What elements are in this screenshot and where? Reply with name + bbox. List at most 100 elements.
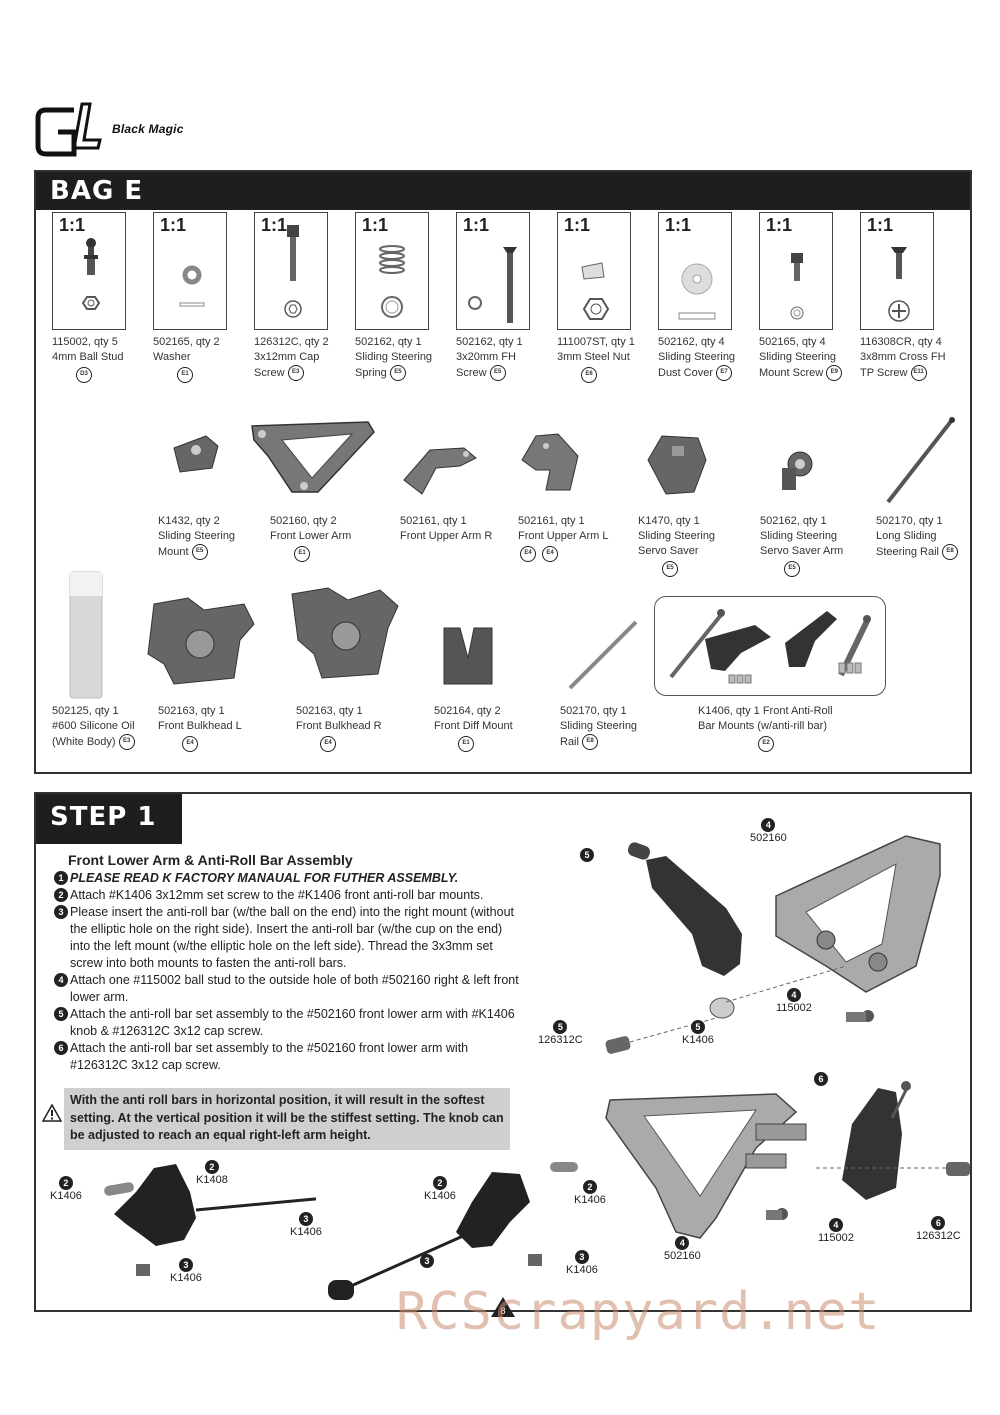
callout-number: 6 [931,1216,946,1230]
front-bulkhead-l-image [147,597,255,685]
instruction-number: 2 [54,888,68,902]
g4-logo: Black Magic [34,100,194,164]
callout-number: 4 [786,988,801,1002]
bag-code-badge: E1 [458,736,474,752]
callout-number: 3 [420,1254,434,1268]
callout-number: 3 [298,1212,313,1226]
instruction-text: Attach the anti-roll bar set assembly to… [70,1041,469,1072]
scale-ratio: 1:1 [564,215,591,235]
scale-box-steel-nut: 1:1 [557,212,631,330]
instruction-item: 1 PLEASE READ K FACTORY MANAUAL FOR FUTH… [54,870,524,887]
dust-cover-icon [678,263,716,320]
bag-code-badge: E4 [320,736,336,752]
instruction-number: 3 [54,905,68,919]
callout-number: 4 [675,1236,690,1250]
adjustment-note: With the anti roll bars in horizontal po… [64,1088,510,1150]
callout-number: 3 [178,1258,193,1272]
bag-code-badge: E4 [542,546,558,562]
warning-icon [42,1104,62,1122]
callout-number: 4 [828,1218,843,1232]
bag-code-badge: E4 [520,546,536,562]
instruction-item: 2 Attach #K1406 3x12mm set screw to the … [54,887,524,904]
callout-number: 5 [580,848,594,862]
scale-box-cap-screw: 1:1 [254,212,328,330]
ball-stud-icon [81,238,101,310]
bag-code-badge: E5 [191,544,208,560]
lower-arm-assembly-diagram-2 [605,1081,970,1239]
instruction-item: 4 Attach one #115002 ball stud to the ou… [54,972,524,1006]
callout: 3 [420,1254,434,1268]
instruction-item: 5 Attach the anti-roll bar set assembly … [54,1006,524,1040]
callout-label: 126312C [916,1230,961,1242]
instruction-number: 5 [54,1007,68,1021]
steel-nut-icon [581,262,610,320]
callout-label: 115002 [776,1002,812,1014]
callout-number: 4 [761,818,776,832]
spring-icon [379,245,405,318]
bag-code-badge: E5 [389,365,406,381]
bag-code-badge: E4 [182,736,198,752]
callout-label: K1406 [424,1190,456,1202]
bag-code-badge: D3 [76,367,92,383]
scale-ratio: 1:1 [665,215,692,235]
instruction-number: 6 [54,1041,68,1055]
front-diff-mount-image [443,627,493,685]
instruction-item: 3 Please insert the anti-roll bar (w/the… [54,904,524,972]
scale-box-fh-screw: 1:1 [456,212,530,330]
anti-roll-bar-mount-diagram-left [104,1164,316,1276]
callout-label: K1406 [574,1194,606,1206]
fh-screw-icon [468,247,517,323]
logo-tagline: Black Magic [112,122,184,136]
cross-screw-icon [888,247,910,322]
scale-box-dust-cover: 1:1 [658,212,732,330]
sliding-steering-mount-image [173,435,219,473]
callout-label: K1406 [170,1272,202,1284]
step-heading: Front Lower Arm & Anti-Roll Bar Assembly [68,852,353,868]
front-lower-arm-image [251,421,375,493]
bag-code-badge: E5 [784,561,800,577]
bag-header: BAG E [36,172,970,210]
anti-roll-bar-kit-box [654,596,886,696]
bag-code-badge: E1 [294,546,310,562]
step-title: STEP 1 [50,802,157,832]
bag-code-badge: E3 [118,734,135,750]
instruction-text: PLEASE READ K FACTORY MANAUAL FOR FUTHER… [70,871,459,885]
servo-saver-image [647,435,707,495]
bag-code-badge: E8 [942,544,959,560]
watermark: RCScrapyard.net [396,1282,881,1342]
instruction-list: 1 PLEASE READ K FACTORY MANAUAL FOR FUTH… [54,870,524,1074]
servo-saver-arm-image [782,451,813,490]
callout: 5 [580,848,594,862]
callout-number: 5 [690,1020,705,1034]
page-number: 8 [500,1306,505,1316]
anti-roll-bar-mounts-image [669,609,871,684]
instruction-number: 4 [54,973,68,987]
instruction-text: Please insert the anti-roll bar (w/the b… [70,905,514,970]
scale-ratio: 1:1 [766,215,793,235]
